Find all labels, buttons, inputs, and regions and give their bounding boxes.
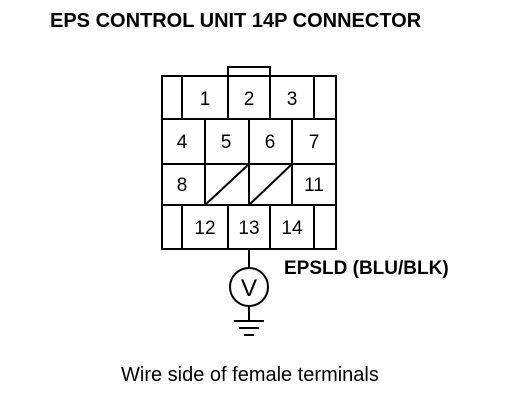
terminal-3-label: 3 [287,89,298,110]
terminal-14-label: 14 [281,218,303,239]
diagram-caption: Wire side of female terminals [121,364,379,386]
terminal-6-label: 6 [265,132,276,153]
wire-label: EPSLD (BLU/BLK) [284,258,449,279]
connector-lock-tab [227,66,271,76]
unused-cavity-9-mark [204,163,250,206]
terminal-7-label: 7 [309,132,320,153]
terminal-12-label: 12 [194,218,215,239]
terminal-5-label: 5 [221,132,232,153]
diagram-title: EPS CONTROL UNIT 14P CONNECTOR [50,10,422,32]
unused-cavity-10-mark [248,163,293,206]
terminal-8-label: 8 [177,175,188,196]
terminal-1-label: 1 [200,89,211,110]
terminal-2-label: 2 [244,89,255,110]
terminal-4-label: 4 [177,132,188,153]
terminal-13-label: 13 [238,218,259,239]
terminal-11-label: 11 [304,175,324,196]
voltmeter-symbol: V [241,275,257,302]
